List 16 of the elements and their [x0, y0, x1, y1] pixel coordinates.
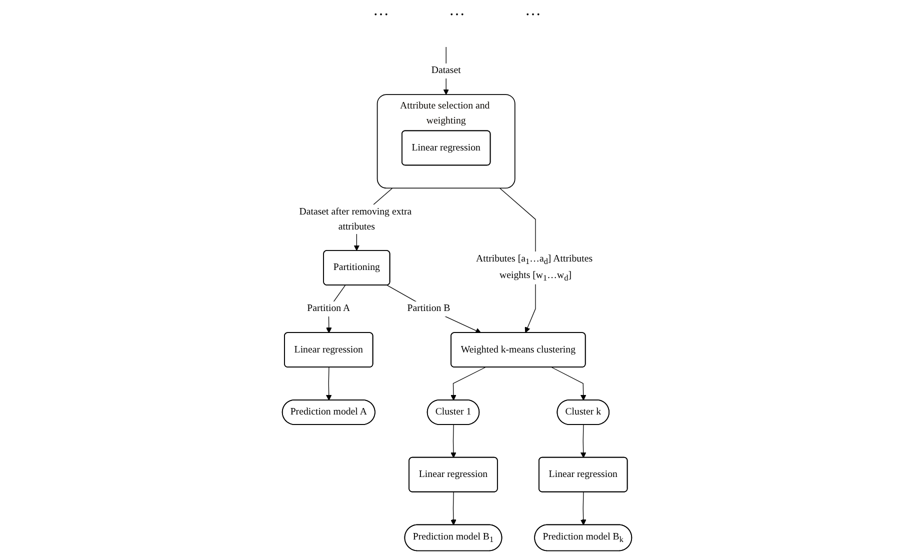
arrow [580, 424, 586, 458]
ellipsis-text: … [449, 2, 465, 20]
edge-label: Dataset [431, 65, 461, 76]
arrow [551, 367, 586, 400]
arrow [386, 284, 482, 334]
ellipsis-text: … [373, 2, 389, 20]
arrow [450, 492, 456, 526]
arrow [450, 367, 486, 400]
edge-label: Partition A [307, 303, 350, 314]
arrow [580, 492, 586, 526]
edge-label: Partition B [407, 303, 450, 314]
ellipsis-text: … [525, 2, 541, 20]
arrow [450, 424, 456, 458]
edge-label: Dataset after removing extra attributes [299, 206, 412, 232]
edge-label: Attributes [a$_{1}$…a$_{d}$] Attributes weights [w$_{1}$…w$_{d}$] [476, 253, 593, 282]
arrow [326, 367, 332, 400]
